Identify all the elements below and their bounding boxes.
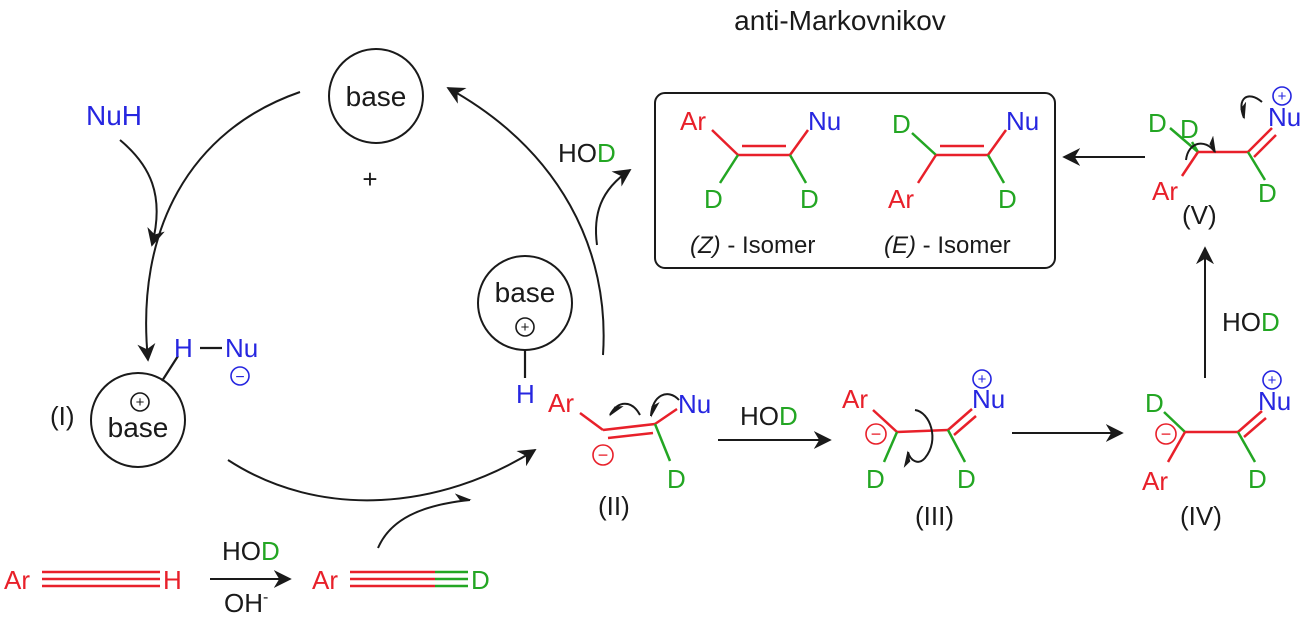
- svg-text:Nu: Nu: [972, 384, 1005, 414]
- svg-text:−: −: [235, 369, 244, 386]
- svg-text:D: D: [667, 464, 686, 494]
- deuterated-acetylene: Ar D: [312, 565, 490, 595]
- intermediate-IV-label: (IV): [1180, 501, 1222, 531]
- svg-text:Ar: Ar: [312, 565, 338, 595]
- reagent-II-to-III: HOD: [740, 401, 798, 431]
- svg-text:base: base: [108, 412, 169, 443]
- base-catalyst-top: base: [328, 48, 424, 144]
- z-isomer-structure: Ar Nu D D: [680, 106, 841, 214]
- e-isomer-label: (E) - Isomer: [884, 232, 1011, 259]
- svg-text:Ar: Ar: [888, 184, 914, 214]
- svg-text:D: D: [998, 184, 1017, 214]
- svg-text:H: H: [163, 565, 182, 595]
- svg-text:+: +: [136, 394, 145, 411]
- proton-H-II: H: [516, 379, 535, 409]
- cycle-arrow-right: [446, 87, 605, 356]
- svg-text:Ar: Ar: [680, 106, 706, 136]
- svg-text:Ar: Ar: [4, 565, 30, 595]
- e-isomer-structure: D Nu Ar D: [888, 106, 1039, 214]
- intermediate-IV-structure: D Nu + Ar D −: [1142, 370, 1291, 496]
- svg-text:Nu: Nu: [1268, 102, 1301, 132]
- svg-text:−: −: [598, 445, 609, 465]
- intermediate-II-structure: Ar Nu D −: [548, 388, 711, 494]
- nuh-entry-arrow: [119, 139, 165, 247]
- svg-text:D: D: [957, 464, 976, 494]
- products-box: [654, 92, 1056, 269]
- svg-text:D: D: [892, 109, 911, 139]
- svg-text:+: +: [1268, 372, 1277, 389]
- diagram-title: anti-Markovnikov: [734, 5, 946, 36]
- svg-text:D: D: [1145, 388, 1164, 418]
- svg-text:Nu: Nu: [808, 106, 841, 136]
- svg-text:+: +: [1278, 88, 1287, 105]
- intermediate-II-label: (II): [598, 491, 630, 521]
- hod-release-arrow: [595, 169, 632, 246]
- hod-release-label: HOD: [558, 138, 616, 168]
- nuh-reagent: NuH: [86, 100, 142, 131]
- svg-text:D: D: [1148, 108, 1167, 138]
- alkyne-to-cycle-arrow: [377, 493, 472, 549]
- svg-text:Nu: Nu: [678, 389, 711, 419]
- plus-sign: +: [362, 164, 377, 194]
- cycle-arrow-left: [137, 91, 301, 362]
- svg-text:Nu: Nu: [1258, 386, 1291, 416]
- svg-text:Ar: Ar: [1142, 466, 1168, 496]
- svg-text:base: base: [495, 277, 556, 308]
- intermediate-III-structure: Ar Nu + D D −: [842, 369, 1005, 494]
- svg-text:Ar: Ar: [1152, 176, 1178, 206]
- intermediate-V-label: (V): [1182, 200, 1217, 230]
- svg-text:Ar: Ar: [548, 388, 574, 418]
- svg-text:D: D: [1180, 114, 1199, 144]
- proton-H-I: H: [174, 333, 193, 363]
- aryl-acetylene: Ar H: [4, 565, 182, 595]
- intermediate-I-label: (I): [50, 401, 75, 431]
- svg-text:+: +: [521, 319, 530, 336]
- nu-anion-I: Nu: [225, 333, 258, 363]
- svg-text:+: +: [978, 371, 987, 388]
- protonated-base-II: base +: [477, 255, 573, 351]
- svg-text:−: −: [871, 424, 882, 444]
- svg-text:−: −: [1161, 424, 1172, 444]
- deuteration-reagent: HOD: [222, 536, 280, 566]
- base-label: base: [346, 81, 407, 112]
- svg-text:D: D: [1248, 464, 1267, 494]
- hydroxide-base: OH-: [224, 588, 268, 618]
- reagent-IV-to-V: HOD: [1222, 307, 1280, 337]
- cycle-arrow-bottom: [227, 449, 537, 502]
- svg-text:D: D: [866, 464, 885, 494]
- svg-text:Ar: Ar: [842, 384, 868, 414]
- svg-text:D: D: [800, 184, 819, 214]
- protonated-base-I: + base: [90, 372, 186, 468]
- svg-text:D: D: [704, 184, 723, 214]
- svg-text:D: D: [471, 565, 490, 595]
- intermediate-V-structure: D D Nu + Ar D: [1148, 86, 1301, 208]
- intermediate-III-label: (III): [915, 501, 954, 531]
- svg-text:Nu: Nu: [1006, 106, 1039, 136]
- svg-text:D: D: [1258, 178, 1277, 208]
- z-isomer-label: (Z) - Isomer: [690, 232, 815, 259]
